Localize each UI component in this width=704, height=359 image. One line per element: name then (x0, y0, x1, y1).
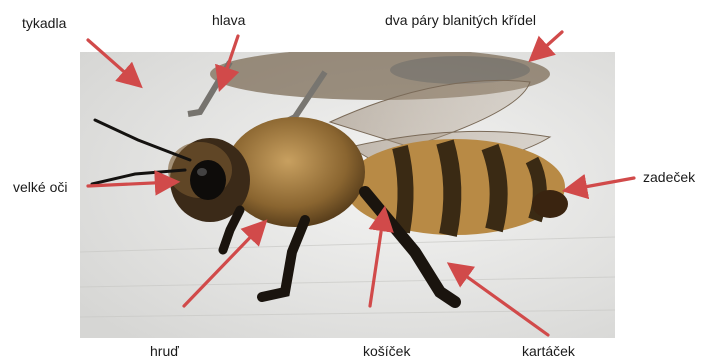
label-pollen-brush: kartáček (522, 344, 575, 358)
label-wings: dva páry blanitých křídel (385, 13, 536, 27)
label-thorax: hruď (150, 344, 179, 358)
label-antennae: tykadla (22, 16, 66, 30)
label-pollen-basket: košíček (363, 344, 410, 358)
label-eyes: velké oči (13, 180, 67, 194)
bee-photo (80, 52, 615, 338)
label-head: hlava (212, 13, 245, 27)
compound-eye (190, 160, 226, 200)
label-abdomen: zadeček (643, 170, 695, 184)
